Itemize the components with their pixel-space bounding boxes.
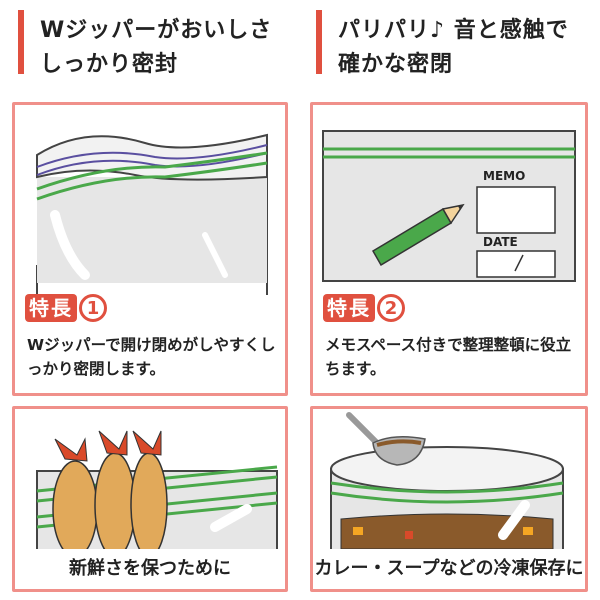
feature-badge-2: 特長 2 (323, 293, 405, 323)
feature-panel-zipper: 特長 1 Wジッパーで開け閉めがしやすくしっかり密閉します。 (12, 102, 288, 396)
memo-bag-illustration (322, 130, 576, 282)
feature-description-1: Wジッパーで開け閉めがしやすくしっかり密閉します。 (27, 336, 276, 378)
ladle-icon (346, 412, 426, 466)
heading-seal: パリパリ♪ 音と感触で 確かな密閉 (316, 8, 586, 78)
feature-badge-number: 2 (377, 294, 405, 322)
feature-badge-1: 特長 1 (25, 293, 107, 323)
heading-accent-bar (316, 10, 322, 74)
feature-badge-label: 特長 (25, 294, 77, 322)
feature-description-2: メモスペース付きで整理整頓に役立ちます。 (325, 336, 572, 378)
usage-panel-frozen-storage: カレー・スープなどの冷凍保存に (310, 406, 588, 592)
memo-label: MEMO (483, 169, 526, 183)
pencil-icon (371, 203, 465, 267)
zipper-bag-illustration (36, 133, 268, 295)
usage-panel-freshness: 新鮮さを保つために (12, 406, 288, 592)
shrimp-tempura-icon (52, 430, 168, 558)
feature-panel-memo: MEMO DATE 特長 2 メモスペース付きで整理整頓に役立ちます。 / (310, 102, 588, 396)
caption-freshness: 新鮮さを保つために (15, 549, 285, 589)
heading-accent-bar (18, 10, 24, 74)
heading-zipper: Wジッパーがおいしさ しっかり密封 (18, 8, 288, 78)
heading-line-1: Wジッパーがおいしさ (40, 18, 273, 43)
heading-line-2: 確かな密閉 (338, 52, 454, 77)
heading-line-2: しっかり密封 (40, 52, 179, 77)
caption-frozen-storage: カレー・スープなどの冷凍保存に (313, 549, 585, 589)
heading-line-1: パリパリ♪ 音と感触で (338, 18, 569, 43)
feature-badge-number: 1 (79, 294, 107, 322)
feature-badge-label: 特長 (323, 294, 375, 322)
date-label: DATE (483, 235, 518, 249)
